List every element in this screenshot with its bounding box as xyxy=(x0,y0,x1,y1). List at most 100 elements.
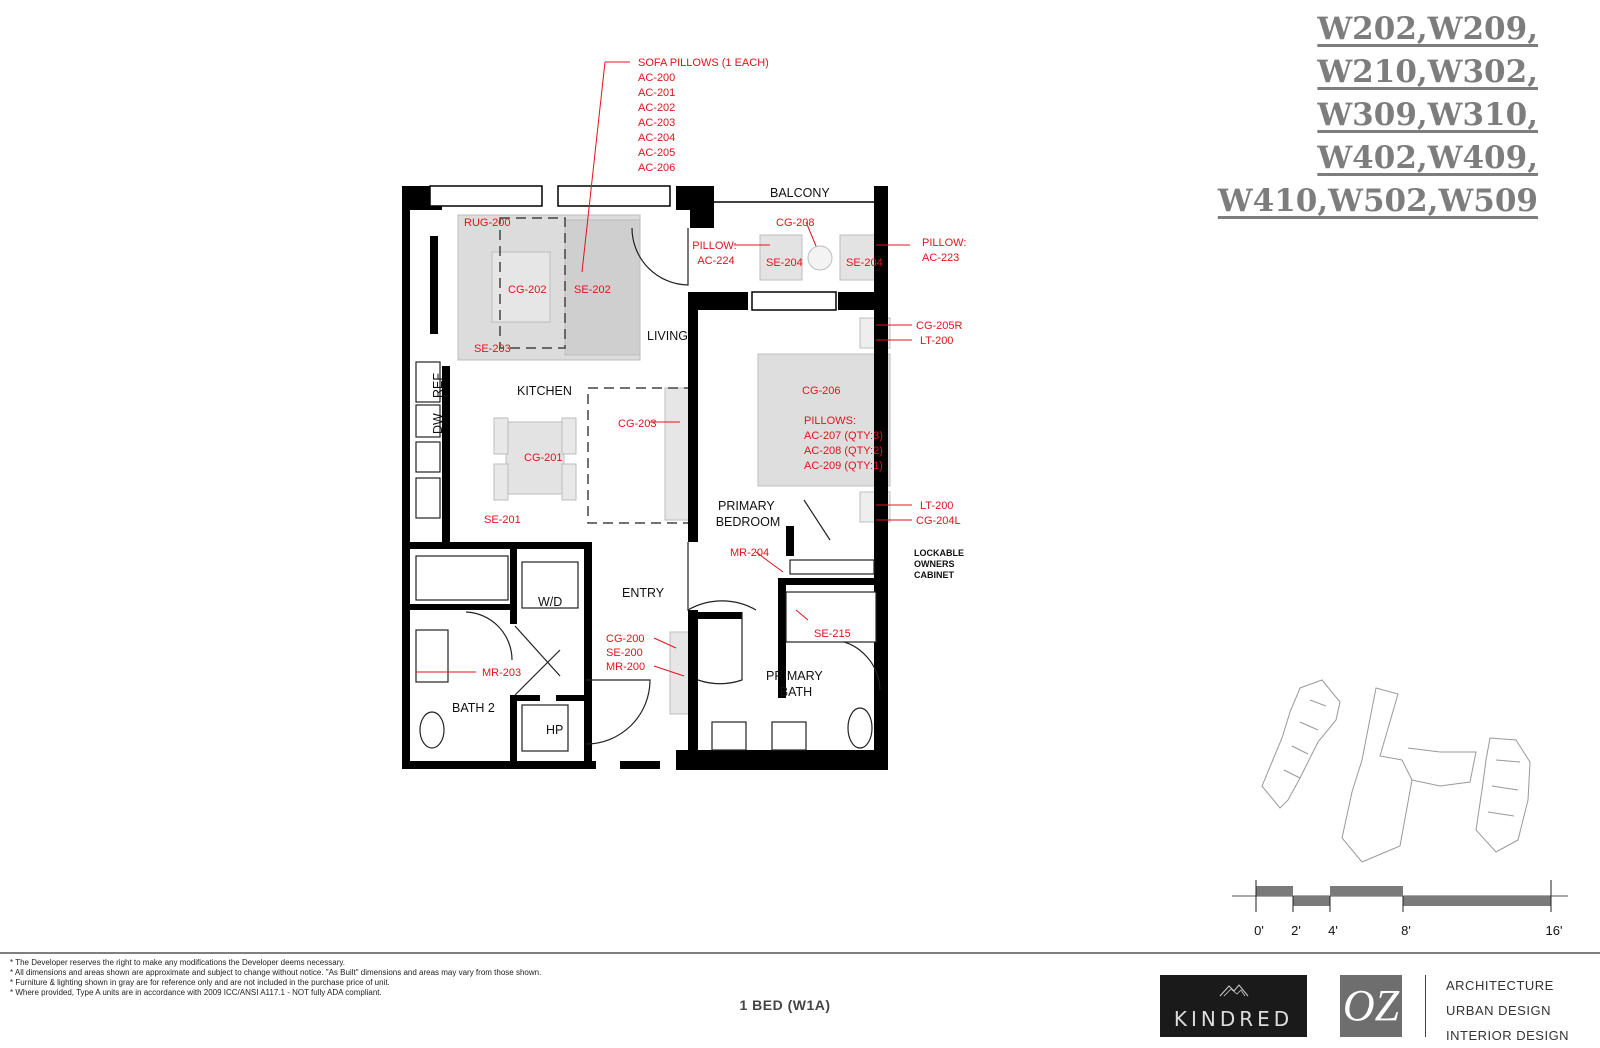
tag-lt200: LT-200 xyxy=(920,500,953,512)
room-label-line: BEDROOM xyxy=(716,515,781,529)
wall xyxy=(690,186,714,228)
scale-segment xyxy=(1293,896,1330,906)
bath2-vanity xyxy=(415,629,449,683)
range xyxy=(415,477,441,519)
scale-label: 4' xyxy=(1328,923,1338,938)
key-plan-building xyxy=(1261,679,1341,809)
door-swing xyxy=(585,679,651,745)
tag-sofa-pillows: SOFA PILLOWS (1 EACH) AC-200 AC-201 AC-2… xyxy=(638,57,772,174)
room-label-line: LOCKABLE xyxy=(914,548,964,558)
door-swing xyxy=(514,625,561,677)
wall xyxy=(442,366,450,542)
window xyxy=(751,291,837,311)
wall xyxy=(430,236,438,334)
key-plan-building xyxy=(1341,687,1413,863)
fixtures xyxy=(415,361,877,752)
tag-cg204l: CG-204L xyxy=(916,515,961,527)
tag-line: MR-200 xyxy=(606,661,645,673)
tag-cg202: CG-202 xyxy=(508,284,547,296)
room-label-primary-bath: PRIMARY BATH xyxy=(766,669,826,699)
primary-shower xyxy=(785,591,877,643)
disclaimer-line: * Furniture & lighting shown in gray are… xyxy=(10,978,390,987)
oz-wordmark: OZ xyxy=(1342,981,1400,1030)
tag-cg203: CG-203 xyxy=(618,418,657,430)
tag-line: AC-223 xyxy=(922,252,959,264)
scale-segment xyxy=(1330,886,1403,896)
lockable-cabinet xyxy=(789,559,875,575)
furniture xyxy=(457,214,891,715)
unit-number-list: W202,W209, W210,W302, W309,W310, W402,W4… xyxy=(1218,8,1538,223)
door-swing xyxy=(803,499,831,541)
logo-divider xyxy=(1425,975,1426,1037)
room-label-line: PRIMARY xyxy=(718,499,775,513)
wall xyxy=(676,186,692,210)
rug-outlines xyxy=(499,217,694,524)
heat-pump xyxy=(521,704,569,752)
room-label-cabinet: LOCKABLE OWNERS CABINET xyxy=(914,548,967,580)
tag-line: AC-209 (QTY:1) xyxy=(804,460,883,472)
washer-dryer xyxy=(521,561,579,609)
tag-line: AC-206 xyxy=(638,162,675,174)
tag-line: AC-200 xyxy=(638,72,675,84)
leader-line xyxy=(795,609,809,621)
wall xyxy=(838,292,874,310)
fridge xyxy=(415,361,441,403)
tag-bed-pillows: PILLOWS: AC-207 (QTY:3) AC-208 (QTY:2) A… xyxy=(804,415,886,472)
scale-segment xyxy=(1256,886,1293,896)
wall xyxy=(402,186,410,769)
key-plan-building xyxy=(1407,747,1477,787)
tag-mr204: MR-204 xyxy=(730,547,769,559)
wall xyxy=(620,761,660,769)
room-label-bath2: BATH 2 xyxy=(452,701,495,715)
key-plan-building xyxy=(1487,759,1521,817)
unit-number-line: W410,W502,W509 xyxy=(1217,183,1538,219)
tag-rug: RUG-200 xyxy=(464,217,510,229)
room-label-line: BATH xyxy=(780,685,812,699)
tag-pillow-left: PILLOW: AC-224 xyxy=(692,240,740,267)
tag-line: SOFA PILLOWS (1 EACH) xyxy=(638,57,769,69)
wall xyxy=(874,186,888,770)
vanity-sink xyxy=(771,721,807,751)
wall xyxy=(676,750,888,770)
room-label-living: LIVING xyxy=(647,329,688,343)
room-label-hp: HP xyxy=(546,723,563,737)
room-label-line: PRIMARY xyxy=(766,669,823,683)
leader-line xyxy=(755,551,784,573)
wall xyxy=(510,695,517,761)
wall xyxy=(515,695,540,701)
leader-line xyxy=(805,221,817,247)
kindred-logo: KINDRED xyxy=(1160,975,1307,1037)
tag-line: CG-200 xyxy=(606,633,645,645)
sofa xyxy=(564,219,641,356)
wall xyxy=(584,542,592,769)
tag-line: PILLOW: xyxy=(692,240,736,252)
oz-logo: OZ xyxy=(1340,975,1402,1037)
kindred-wordmark: KINDRED xyxy=(1173,1007,1294,1031)
wall xyxy=(402,761,596,769)
wall xyxy=(688,292,748,310)
leader-line xyxy=(653,665,685,677)
tag-se204: SE-204 xyxy=(766,257,803,269)
shower-bath2 xyxy=(415,555,509,601)
key-plan-building xyxy=(1283,699,1327,779)
room-label-balcony: BALCONY xyxy=(770,186,830,200)
key-plan-building xyxy=(1475,737,1531,853)
wall xyxy=(556,695,586,701)
tag-line: AC-201 xyxy=(638,87,675,99)
tag-line: AC-208 (QTY:2) xyxy=(804,445,883,457)
tag-cg205r: CG-205R xyxy=(916,320,963,332)
wall xyxy=(510,549,517,624)
firm-disciplines: ARCHITECTURE URBAN DESIGN INTERIOR DESIG… xyxy=(1446,973,1569,1048)
tag-se202: SE-202 xyxy=(574,284,611,296)
tag-line: AC-224 xyxy=(697,255,734,267)
scale-label: 16' xyxy=(1546,923,1563,938)
side-table-balcony xyxy=(807,245,833,271)
dishwasher xyxy=(415,404,441,438)
toilet-bath2 xyxy=(419,711,445,749)
disclaimer-line: * The Developer reserves the right to ma… xyxy=(10,958,345,967)
door-swing xyxy=(631,227,689,286)
unit-number-line: W402,W409, xyxy=(1317,140,1538,176)
window xyxy=(429,185,543,207)
tag-se203: SE-203 xyxy=(474,343,511,355)
